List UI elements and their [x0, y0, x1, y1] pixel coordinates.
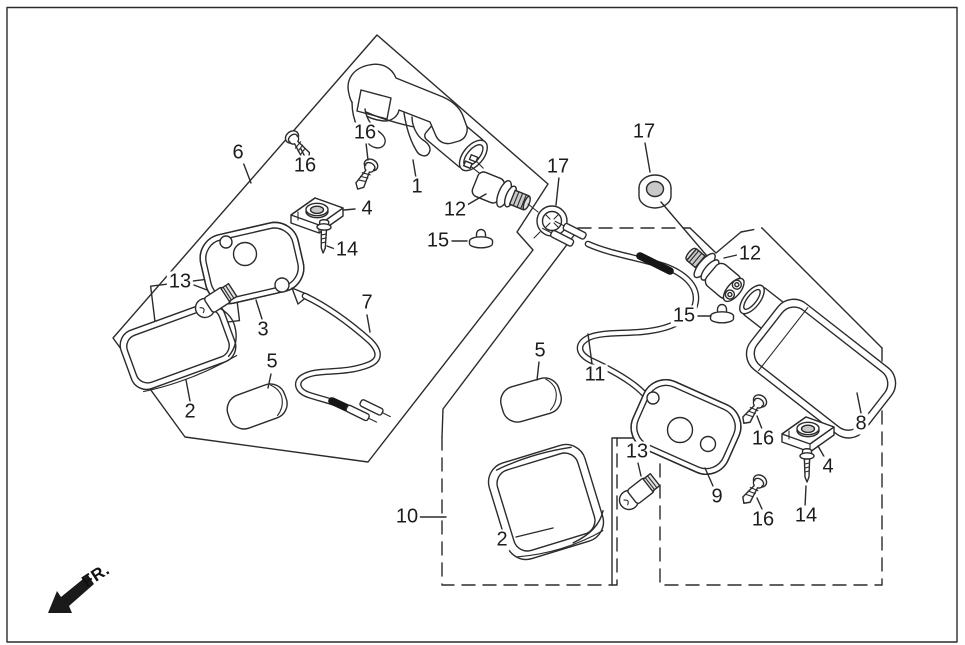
bulb-socket-front [462, 154, 531, 211]
callout-part-12: 12 [736, 242, 764, 265]
callout-part-10: 10 [393, 505, 421, 528]
lens-gasket-rear [500, 377, 562, 423]
rear-winker-group-boundary [577, 227, 883, 586]
tapping-screw-c [737, 391, 770, 429]
callout-part-16: 16 [749, 508, 777, 531]
leader-lines [185, 142, 862, 538]
reflector-base-front [199, 221, 310, 305]
callout-part-16: 16 [291, 154, 319, 177]
washer-screw-front [315, 218, 332, 254]
callout-part-17: 17 [630, 120, 658, 143]
rear-winker-body [739, 284, 897, 439]
reflector-base-rear [630, 379, 742, 475]
callout-part-12: 12 [441, 198, 469, 221]
callout-part-9: 9 [709, 485, 725, 508]
callout-part-13: 13 [166, 270, 194, 293]
winker-lens-rear [487, 443, 605, 561]
socket-rivet-rear [709, 303, 735, 324]
socket-cap-front [527, 203, 568, 239]
callout-part-5: 5 [264, 350, 280, 373]
callout-part-15: 15 [670, 304, 698, 327]
callout-part-1: 1 [409, 175, 425, 198]
wire-rear [541, 220, 700, 424]
lens-gasket-front [226, 383, 288, 430]
callout-part-15: 15 [424, 229, 452, 252]
callout-part-16: 16 [351, 121, 379, 144]
washer-screw-rear [799, 448, 815, 483]
front-direction-arrow [48, 575, 94, 613]
winker-lens-front [119, 301, 238, 393]
page-border [6, 6, 958, 643]
callout-part-13: 13 [623, 440, 651, 463]
callout-part-14: 14 [792, 504, 820, 527]
callout-part-17: 17 [544, 155, 572, 178]
mount-nut-rear [638, 174, 672, 209]
wire-front [294, 292, 391, 423]
tapping-screw-b [350, 156, 381, 194]
callout-part-11: 11 [582, 363, 608, 386]
callout-part-3: 3 [255, 318, 271, 341]
callout-part-4: 4 [820, 455, 836, 478]
socket-rivet-front [468, 228, 494, 249]
bulb-rear [614, 471, 662, 515]
callout-part-8: 8 [853, 412, 869, 435]
callout-part-7: 7 [359, 291, 375, 314]
callout-part-2: 2 [494, 528, 510, 551]
callout-part-5: 5 [532, 339, 548, 362]
bulb-socket-rear [685, 247, 745, 303]
callout-part-4: 4 [359, 197, 375, 220]
callout-part-16: 16 [749, 427, 777, 450]
tapping-screw-d [737, 471, 770, 509]
callout-part-2: 2 [182, 400, 198, 423]
callout-part-6: 6 [230, 141, 246, 164]
lens-subgroup-boundary [441, 229, 618, 586]
callout-part-14: 14 [333, 238, 361, 261]
